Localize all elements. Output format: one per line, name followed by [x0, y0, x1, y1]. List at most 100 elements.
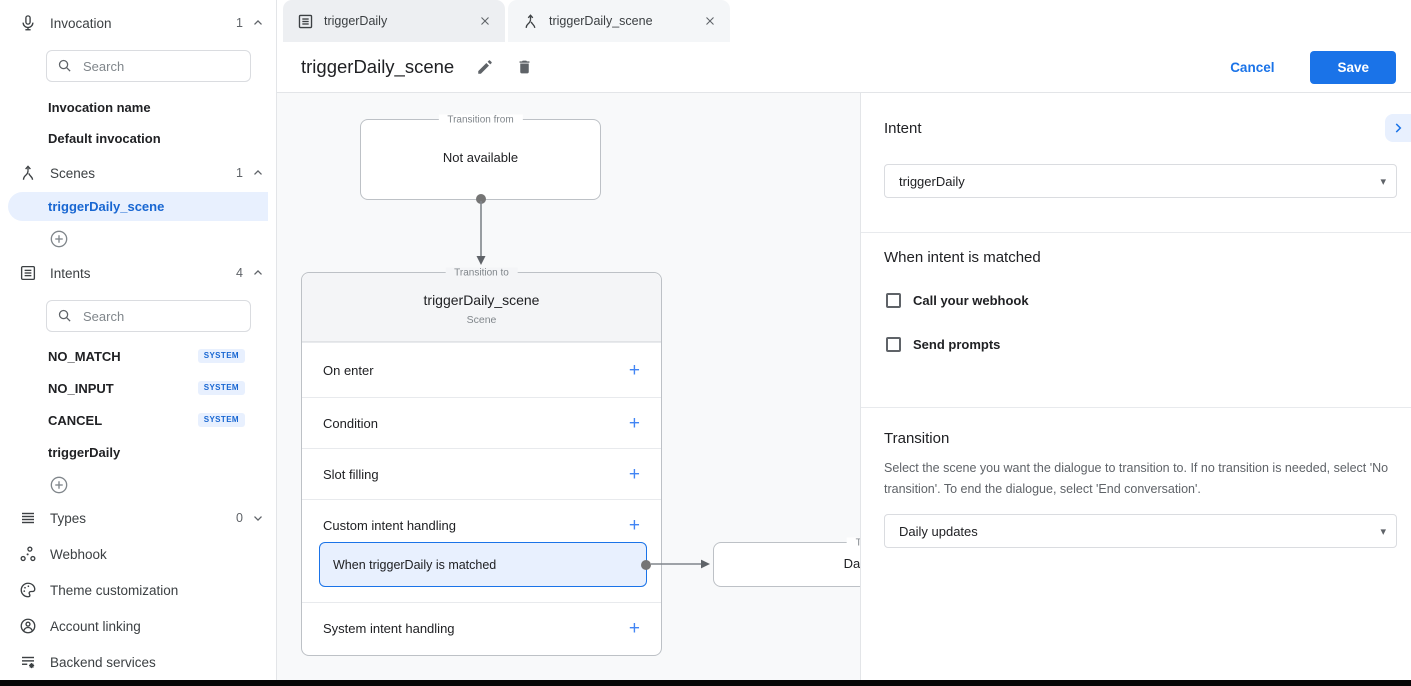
webhook-checkbox-row[interactable]: Call your webhook	[886, 293, 1029, 308]
section-count: 1	[236, 166, 243, 180]
divider	[861, 232, 1411, 233]
add-custom-intent-button[interactable]: +	[628, 514, 640, 536]
intent-name: CANCEL	[48, 413, 103, 428]
transition-from-value: Not available	[442, 150, 519, 165]
transition-from-box: Transition from Not available	[360, 114, 601, 200]
add-system-intent-button[interactable]: +	[628, 618, 640, 639]
sidebar-section-intents[interactable]: Intents 4	[0, 260, 277, 286]
header-actions: Cancel Save	[1230, 50, 1411, 84]
add-slot-filling-button[interactable]: +	[628, 463, 640, 485]
backend-services-icon	[18, 652, 38, 672]
intent-handler-chip[interactable]: When triggerDaily is matched	[319, 542, 651, 587]
intents-search	[46, 300, 251, 332]
transition-description: Select the scene you want the dialogue t…	[884, 461, 1389, 496]
section-label: Invocation	[50, 15, 112, 31]
scene-card-subtitle: Scene	[466, 314, 497, 326]
sidebar-item-triggerdaily-scene[interactable]: triggerDaily_scene	[8, 192, 268, 221]
scene-card-header: triggerDaily_scene Scene	[302, 273, 661, 342]
add-intent-button[interactable]	[49, 475, 69, 495]
delete-icon[interactable]	[516, 58, 534, 76]
chevron-down-icon	[251, 511, 265, 525]
chevron-up-icon	[251, 266, 265, 280]
sidebar-section-invocation[interactable]: Invocation 1	[0, 10, 277, 36]
checkbox-unchecked[interactable]	[886, 337, 901, 352]
sidebar-item-backend-services[interactable]: Backend services	[0, 649, 277, 675]
item-label: Account linking	[50, 618, 141, 634]
scene-flow-canvas[interactable]: Transition from Not available Transition…	[277, 93, 860, 681]
row-label: On enter	[323, 362, 374, 378]
intents-search-input[interactable]	[46, 300, 251, 332]
sidebar-item-default-invocation[interactable]: Default invocation	[48, 131, 161, 146]
account-icon	[18, 616, 38, 636]
tab-label: triggerDaily	[324, 14, 388, 28]
search-icon	[57, 58, 72, 78]
transition-select-value: Daily updates	[899, 523, 978, 539]
intent-select-value: triggerDaily	[899, 173, 965, 189]
chevron-up-icon	[251, 166, 265, 180]
tab-triggerdaily[interactable]: triggerDaily	[283, 0, 505, 42]
selected-scene-label: triggerDaily_scene	[48, 199, 165, 214]
sidebar-item-intent[interactable]: NO_MATCH	[48, 349, 121, 364]
add-on-enter-button[interactable]: +	[628, 359, 640, 381]
invocation-search	[46, 50, 251, 82]
section-label: Intents	[50, 265, 91, 281]
panel-collapse-button[interactable]	[1385, 114, 1411, 142]
page-title: triggerDaily_scene	[301, 56, 455, 77]
box-legend: Transition to	[846, 537, 860, 549]
scene-card-title: triggerDaily_scene	[423, 292, 540, 308]
intent-icon	[297, 13, 314, 30]
types-icon	[18, 508, 38, 528]
sidebar-section-types[interactable]: Types 0	[0, 505, 277, 531]
microphone-icon	[18, 13, 38, 33]
item-label: Webhook	[50, 546, 107, 562]
sidebar-item-invocation-name[interactable]: Invocation name	[48, 100, 151, 115]
tab-triggerdaily-scene[interactable]: triggerDaily_scene	[508, 0, 730, 42]
tab-bar: triggerDaily triggerDaily_scene	[277, 0, 1411, 42]
intent-select[interactable]: triggerDaily ▾	[884, 164, 1397, 198]
intents-icon	[18, 263, 38, 283]
sidebar-section-scenes[interactable]: Scenes 1	[0, 160, 277, 186]
checkbox-label: Send prompts	[913, 337, 1001, 352]
sidebar-item-intent[interactable]: NO_INPUT	[48, 381, 114, 396]
save-button[interactable]: Save	[1310, 50, 1396, 84]
sidebar-item-theme-customization[interactable]: Theme customization	[0, 577, 277, 603]
transition-target-box: Transition to Daily updates	[713, 537, 860, 587]
sidebar-item-intent[interactable]: triggerDaily	[48, 445, 120, 460]
row-custom-intent-handling: Custom intent handling + When triggerDai…	[302, 499, 661, 602]
invocation-search-input[interactable]	[46, 50, 251, 82]
sidebar-item-account-linking[interactable]: Account linking	[0, 613, 277, 639]
system-badge: SYSTEM	[197, 349, 245, 363]
intent-name: triggerDaily	[48, 445, 121, 460]
add-scene-button[interactable]	[49, 229, 69, 249]
checkbox-unchecked[interactable]	[886, 293, 901, 308]
chevron-up-icon	[251, 16, 265, 30]
prompts-checkbox-row[interactable]: Send prompts	[886, 337, 1000, 352]
row-system-intent-handling: System intent handling +	[302, 602, 661, 654]
scene-card: Transition to triggerDaily_scene Scene O…	[301, 267, 662, 656]
sidebar-item-webhook[interactable]: Webhook	[0, 541, 277, 567]
dropdown-caret-icon: ▾	[1380, 525, 1386, 538]
section-label: Types	[50, 510, 87, 526]
intent-heading: Intent	[884, 120, 922, 137]
dropdown-caret-icon: ▾	[1380, 175, 1386, 188]
divider	[861, 407, 1411, 408]
edit-icon[interactable]	[476, 58, 494, 76]
section-label: Scenes	[50, 165, 96, 181]
transition-select[interactable]: Daily updates ▾	[884, 514, 1397, 548]
sidebar-item-intent[interactable]: CANCEL	[48, 413, 102, 428]
section-count: 0	[236, 511, 243, 525]
sidebar: Invocation 1 Invocation name Default inv…	[0, 0, 277, 680]
handler-label: When triggerDaily is matched	[333, 557, 497, 572]
row-condition: Condition +	[302, 397, 661, 448]
cancel-button[interactable]: Cancel	[1230, 59, 1275, 75]
box-legend: Transition to	[445, 267, 518, 279]
transition-target-value: Daily updates	[843, 556, 860, 571]
section-count: 1	[236, 16, 243, 30]
section-count: 4	[236, 266, 243, 280]
palette-icon	[18, 580, 38, 600]
add-condition-button[interactable]: +	[628, 412, 640, 434]
intent-name: NO_MATCH	[48, 349, 121, 364]
close-icon[interactable]	[477, 13, 493, 29]
close-icon[interactable]	[702, 13, 718, 29]
transition-heading: Transition	[884, 430, 950, 447]
